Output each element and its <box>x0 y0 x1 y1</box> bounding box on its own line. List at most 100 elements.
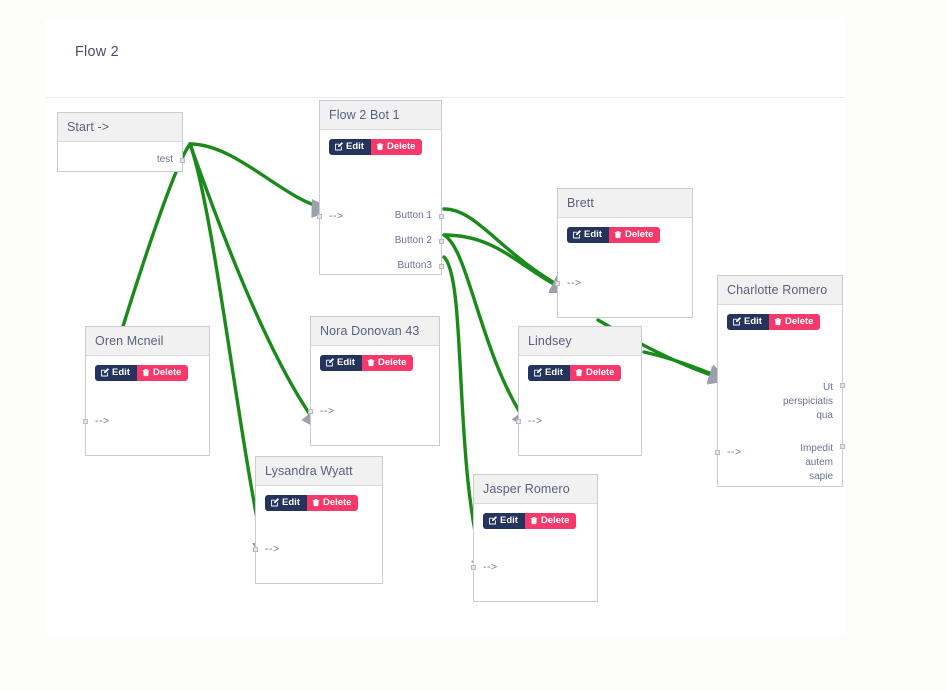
node-header-lysandra[interactable]: Lysandra Wyatt <box>256 457 382 486</box>
input-port-lindsey-0[interactable]: --> <box>528 415 543 427</box>
delete-button-jasper[interactable]: Delete <box>524 513 577 529</box>
node-body-oren: Edit Delete --> <box>83 356 209 455</box>
body-text-word: Impedit <box>800 443 833 454</box>
node-title-start: Start -> <box>67 120 110 134</box>
node-title-jasper: Jasper Romero <box>483 482 570 496</box>
trash-icon <box>142 369 150 377</box>
output-port-bot1-2[interactable]: Button3 <box>397 260 432 271</box>
node-header-brett[interactable]: Brett <box>558 189 692 218</box>
output-port-bot1-0[interactable]: Button 1 <box>394 210 432 221</box>
edit-button-lysandra[interactable]: Edit <box>265 495 307 511</box>
node-header-start[interactable]: Start -> <box>58 113 182 142</box>
node-actions-lysandra: Edit Delete <box>265 495 359 511</box>
delete-button-charlotte[interactable]: Delete <box>768 314 821 330</box>
input-port-oren-0[interactable]: --> <box>95 415 110 427</box>
edit-button-label: Edit <box>337 357 355 368</box>
output-port-bot1-1[interactable]: Button 2 <box>394 235 432 246</box>
delete-button-label: Delete <box>377 357 407 368</box>
node-header-bot1[interactable]: Flow 2 Bot 1 <box>320 101 441 130</box>
input-handle-jasper-0[interactable] <box>471 565 476 570</box>
edit-button-brett[interactable]: Edit <box>567 227 609 243</box>
output-handle-bot1-2[interactable] <box>439 264 444 269</box>
node-body-lysandra: Edit Delete --> <box>253 486 382 583</box>
node-header-oren[interactable]: Oren Mcneil <box>86 327 209 356</box>
body-text-word: sapie <box>809 471 833 482</box>
trash-icon <box>530 517 538 525</box>
edit-button-label: Edit <box>112 367 130 378</box>
edit-button-oren[interactable]: Edit <box>95 365 137 381</box>
node-title-bot1: Flow 2 Bot 1 <box>329 108 400 122</box>
delete-button-bot1[interactable]: Delete <box>370 139 423 155</box>
input-port-jasper-0[interactable]: --> <box>483 561 498 573</box>
pencil-square-icon <box>335 142 343 151</box>
output-port-start-0[interactable]: test <box>156 154 173 165</box>
input-port-brett-0[interactable]: --> <box>567 277 582 289</box>
node-start[interactable]: Start -> test <box>57 112 185 172</box>
input-handle-lysandra-0[interactable] <box>253 547 258 552</box>
delete-button-label: Delete <box>322 497 352 508</box>
input-handle-nora-0[interactable] <box>308 409 313 414</box>
input-handle-bot1-0[interactable] <box>317 214 322 219</box>
node-actions-nora: Edit Delete <box>320 355 414 371</box>
trash-icon <box>312 499 320 507</box>
node-body-start: test <box>58 142 185 171</box>
delete-button-oren[interactable]: Delete <box>136 365 189 381</box>
body-text-word: autem <box>805 457 833 468</box>
edit-button-label: Edit <box>500 515 518 526</box>
node-header-nora[interactable]: Nora Donovan 43 <box>311 317 439 346</box>
text-handle-charlotte-1[interactable] <box>840 444 845 449</box>
node-bot1[interactable]: Flow 2 Bot 1 Edit Delete --> Button 1 Button … <box>317 100 444 275</box>
input-handle-lindsey-0[interactable] <box>516 419 521 424</box>
panel-header <box>45 20 845 98</box>
trash-icon <box>367 359 375 367</box>
pencil-square-icon <box>271 498 279 507</box>
node-header-lindsey[interactable]: Lindsey <box>519 327 641 356</box>
output-handle-bot1-1[interactable] <box>439 239 444 244</box>
node-title-charlotte: Charlotte Romero <box>727 283 828 297</box>
node-nora[interactable]: Nora Donovan 43 Edit Delete --> <box>308 316 440 446</box>
trash-icon <box>575 369 583 377</box>
edit-button-bot1[interactable]: Edit <box>329 139 371 155</box>
input-port-bot1-0[interactable]: --> <box>329 210 344 222</box>
node-body-bot1: Edit Delete --> Button 1 Button 2 Button3 <box>317 130 444 274</box>
node-header-charlotte[interactable]: Charlotte Romero <box>718 276 842 305</box>
edit-button-nora[interactable]: Edit <box>320 355 362 371</box>
edit-button-lindsey[interactable]: Edit <box>528 365 570 381</box>
trash-icon <box>614 231 622 239</box>
delete-button-lysandra[interactable]: Delete <box>306 495 359 511</box>
text-handle-charlotte-0[interactable] <box>840 383 845 388</box>
delete-button-lindsey[interactable]: Delete <box>569 365 622 381</box>
input-port-nora-0[interactable]: --> <box>320 405 335 417</box>
node-header-jasper[interactable]: Jasper Romero <box>474 475 597 504</box>
input-port-lysandra-0[interactable]: --> <box>265 543 280 555</box>
edit-button-charlotte[interactable]: Edit <box>727 314 769 330</box>
node-body-jasper: Edit Delete --> <box>471 504 597 601</box>
input-handle-charlotte-0[interactable] <box>715 450 720 455</box>
delete-button-label: Delete <box>386 141 416 152</box>
delete-button-nora[interactable]: Delete <box>361 355 414 371</box>
output-handle-start-0[interactable] <box>180 158 185 163</box>
node-actions-oren: Edit Delete <box>95 365 189 381</box>
input-handle-brett-0[interactable] <box>555 281 560 286</box>
delete-button-brett[interactable]: Delete <box>608 227 661 243</box>
edit-button-label: Edit <box>545 367 563 378</box>
pencil-square-icon <box>101 368 109 377</box>
node-body-lindsey: Edit Delete --> <box>516 356 641 455</box>
node-title-lindsey: Lindsey <box>528 334 572 348</box>
input-handle-oren-0[interactable] <box>83 419 88 424</box>
input-port-charlotte-0[interactable]: --> <box>727 446 742 458</box>
output-handle-bot1-0[interactable] <box>439 214 444 219</box>
pencil-square-icon <box>573 230 581 239</box>
pencil-square-icon <box>534 368 542 377</box>
page-title: Flow 2 <box>75 44 119 60</box>
edit-button-jasper[interactable]: Edit <box>483 513 525 529</box>
